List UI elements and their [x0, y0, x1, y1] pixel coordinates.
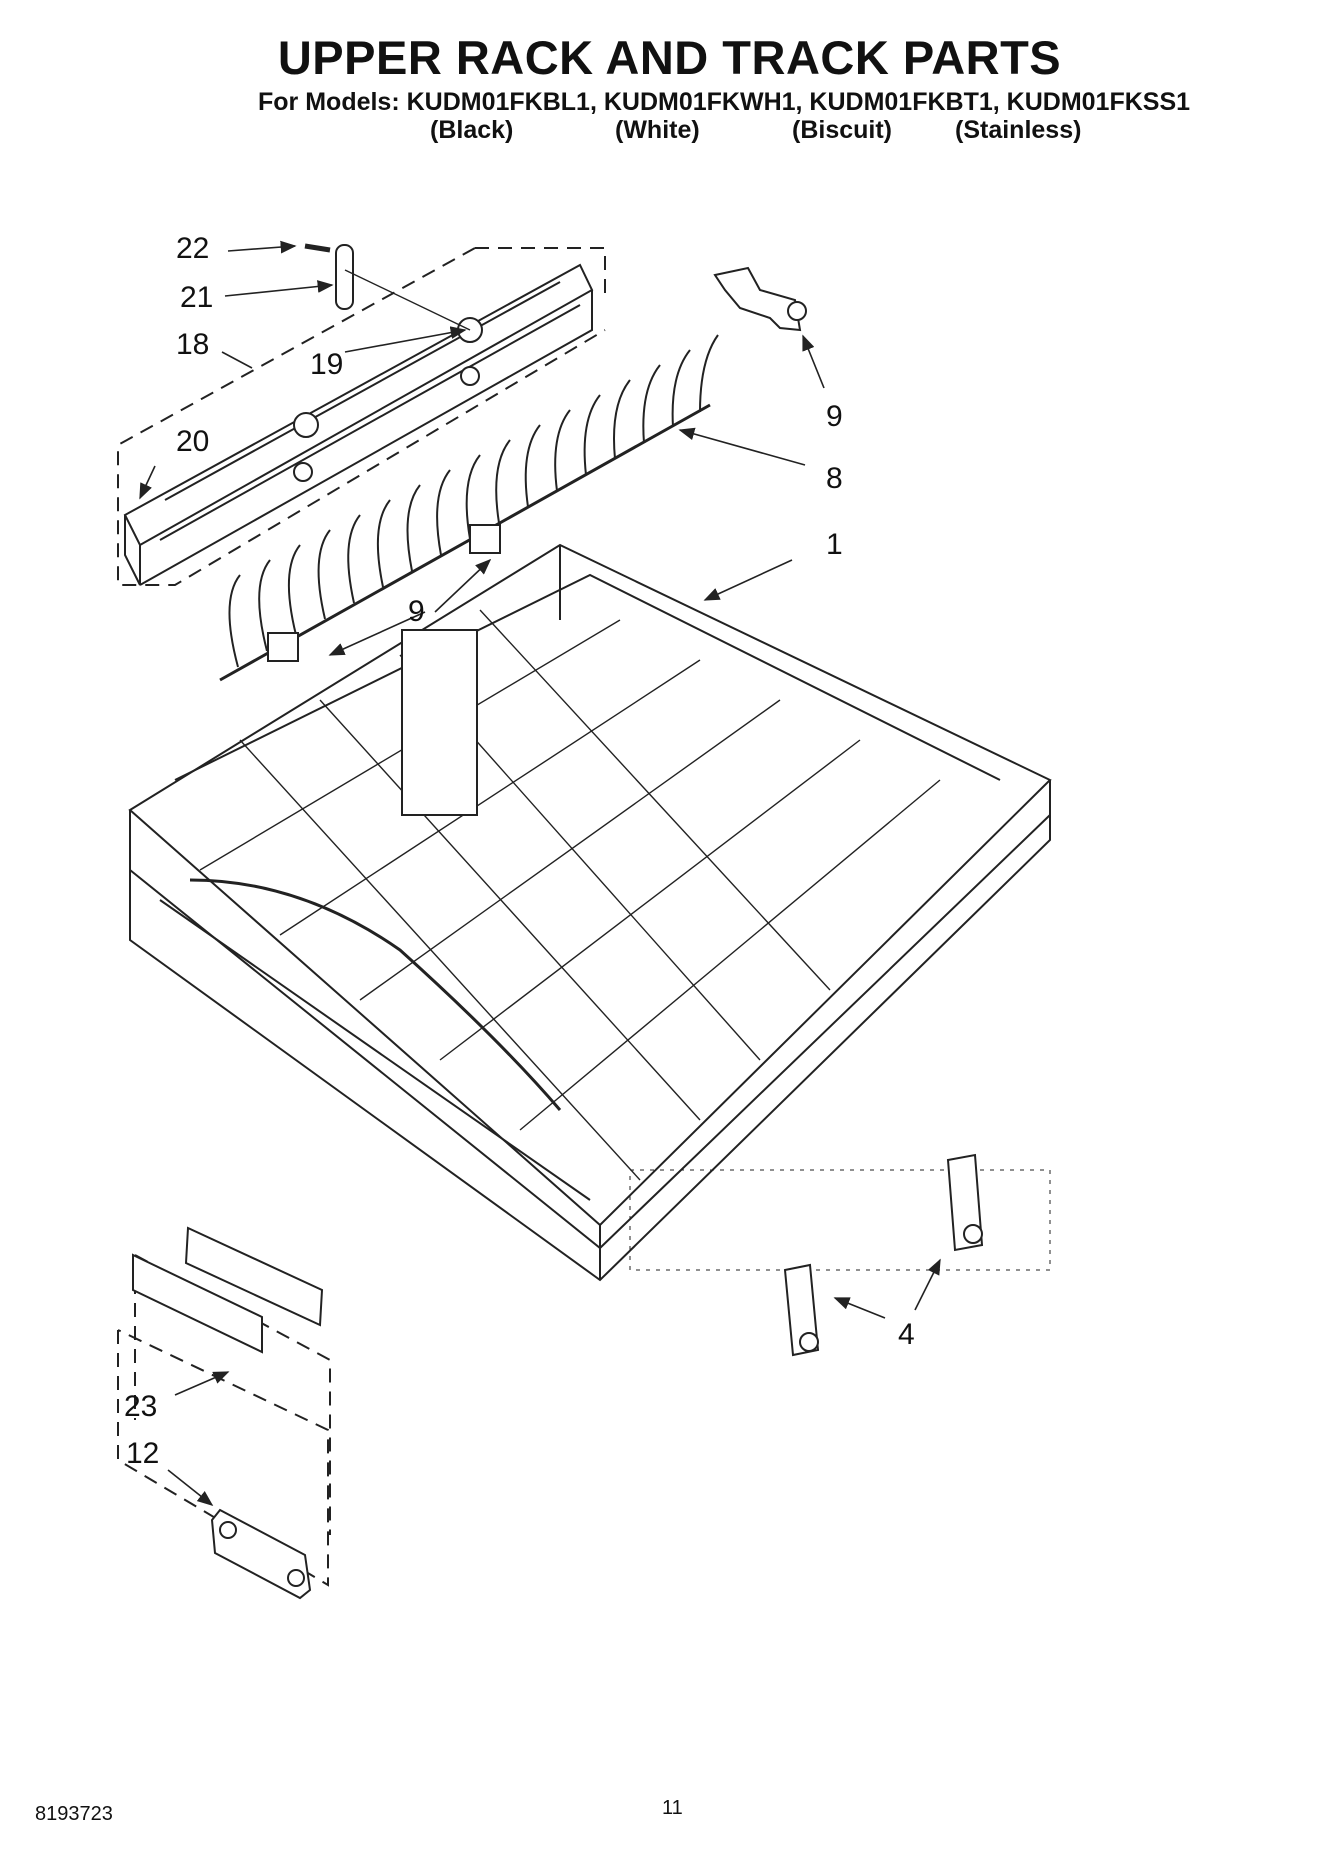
callout-8: 8 — [826, 462, 843, 495]
track-assembly-box — [117, 247, 606, 586]
callout-22: 22 — [176, 232, 210, 265]
page-number: 11 — [662, 1797, 683, 1819]
rollers-4 — [783, 1153, 984, 1357]
callout-19: 19 — [310, 348, 344, 381]
callout-1: 1 — [826, 528, 843, 561]
callout-12: 12 — [126, 1437, 160, 1470]
callout-4: 4 — [898, 1318, 915, 1351]
color-stainless: (Stainless) — [955, 116, 1082, 144]
color-black: (Black) — [430, 116, 514, 144]
callout-9-top: 9 — [826, 400, 843, 433]
roller-19a — [293, 412, 319, 438]
roller-19c — [460, 366, 480, 386]
tine-clip-9 — [713, 266, 802, 332]
callout-20: 20 — [176, 425, 210, 458]
color-white: (White) — [615, 116, 700, 144]
adjuster-kit-23 — [117, 1226, 331, 1587]
callout-23: 23 — [124, 1390, 158, 1423]
page-title: UPPER RACK AND TRACK PARTS — [277, 31, 1062, 84]
callout-9-mid: 9 — [408, 595, 425, 628]
document-number: 8193723 — [35, 1803, 113, 1825]
end-cap-21 — [335, 244, 354, 310]
callout-21: 21 — [180, 281, 214, 314]
tine-row-8 — [219, 334, 719, 682]
callout-18: 18 — [176, 328, 210, 361]
models-line: For Models: KUDM01FKBL1, KUDM01FKWH1, KU… — [258, 88, 1191, 116]
color-biscuit: (Biscuit) — [792, 116, 892, 144]
screw-22 — [304, 243, 331, 253]
roller-19d — [293, 462, 313, 482]
upper-rack-1 — [128, 543, 1052, 1282]
